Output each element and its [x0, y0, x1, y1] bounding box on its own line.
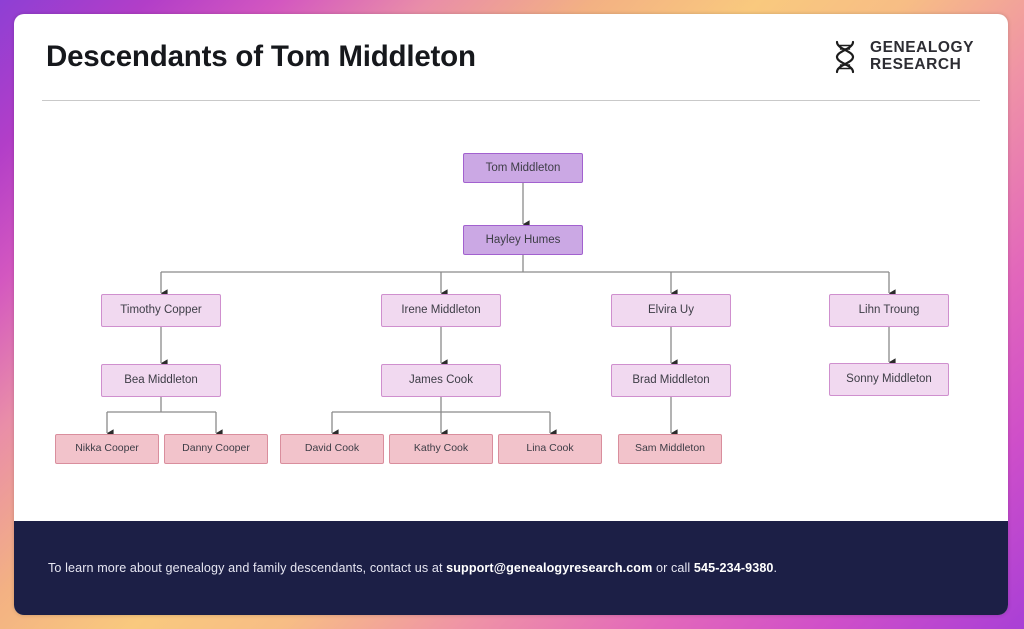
tree-node-brad[interactable]: Brad Middleton: [611, 364, 731, 397]
tree-node-label: Danny Cooper: [182, 442, 250, 455]
tree-node-david[interactable]: David Cook: [280, 434, 384, 464]
tree-node-kathy[interactable]: Kathy Cook: [389, 434, 493, 464]
tree-node-elvira[interactable]: Elvira Uy: [611, 294, 731, 327]
tree-node-irene[interactable]: Irene Middleton: [381, 294, 501, 327]
brand-logo-text: GENEALOGY RESEARCH: [870, 40, 974, 73]
header: Descendants of Tom Middleton GENE: [14, 14, 1008, 100]
tree-node-label: Lihn Troung: [858, 304, 920, 317]
tree-node-label: Timothy Copper: [120, 304, 202, 317]
brand-line-2: RESEARCH: [870, 56, 962, 73]
tree-node-label: Sam Middleton: [634, 442, 706, 455]
tree-node-label: Lina Cook: [526, 442, 574, 455]
tree-node-james[interactable]: James Cook: [381, 364, 501, 397]
tree-node-label: Tom Middleton: [485, 161, 561, 174]
tree-node-sam[interactable]: Sam Middleton: [618, 434, 722, 464]
tree-node-label: Brad Middleton: [632, 374, 710, 387]
footer-tail-text: .: [773, 561, 778, 575]
tree-node-label: Irene Middleton: [401, 304, 481, 317]
brand-line-1: GENEALOGY: [870, 39, 974, 57]
tree-node-timothy[interactable]: Timothy Copper: [101, 294, 221, 327]
dna-helix-icon: [835, 40, 855, 74]
footer-lead-text: To learn more about genealogy and family…: [48, 561, 447, 575]
tree-node-danny[interactable]: Danny Cooper: [164, 434, 268, 464]
page-title: Descendants of Tom Middleton: [46, 40, 476, 73]
connector-lines: [106, 183, 896, 438]
tree-node-tom[interactable]: Tom Middleton: [463, 153, 583, 183]
tree-node-label: Sonny Middleton: [846, 373, 932, 386]
brand-logo: GENEALOGY RESEARCH: [831, 40, 974, 74]
tree-node-label: James Cook: [409, 374, 473, 387]
tree-node-bea[interactable]: Bea Middleton: [101, 364, 221, 397]
tree-node-label: Bea Middleton: [124, 374, 198, 387]
tree-node-label: Elvira Uy: [647, 304, 694, 317]
footer-text: To learn more about genealogy and family…: [48, 561, 777, 575]
footer-middle-text: or call: [652, 561, 694, 575]
footer-email-link[interactable]: support@genealogyresearch.com: [446, 561, 653, 575]
title-divider: [42, 100, 980, 101]
tree-node-label: Kathy Cook: [413, 442, 469, 455]
tree-node-hayley[interactable]: Hayley Humes: [463, 225, 583, 255]
tree-node-label: Hayley Humes: [485, 233, 561, 246]
poster-card: Descendants of Tom Middleton GENE: [14, 14, 1008, 615]
tree-node-lihn[interactable]: Lihn Troung: [829, 294, 949, 327]
tree-node-nikka[interactable]: Nikka Cooper: [55, 434, 159, 464]
tree-node-sonny[interactable]: Sonny Middleton: [829, 363, 949, 396]
tree-node-lina[interactable]: Lina Cook: [498, 434, 602, 464]
footer-phone-link[interactable]: 545-234-9380: [693, 561, 774, 575]
tree-node-label: Nikka Cooper: [75, 442, 139, 455]
footer-contact-bar: To learn more about genealogy and family…: [14, 521, 1008, 615]
tree-node-label: David Cook: [304, 442, 360, 455]
